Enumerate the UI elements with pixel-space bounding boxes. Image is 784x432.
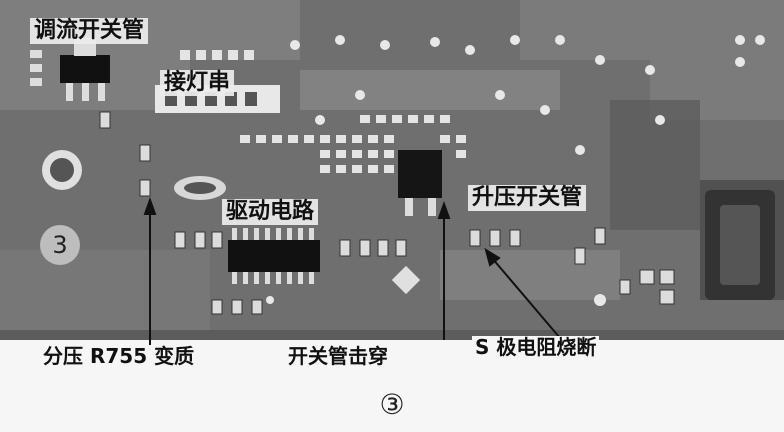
regulator-switch-label: 调流开关管: [30, 18, 149, 44]
boost-switch-label: 升压开关管: [468, 185, 587, 211]
drive-circuit-label: 驱动电路: [222, 199, 319, 225]
divider-resistor-label: 分压 R755 变质: [40, 345, 198, 367]
pcb-board: 3: [0, 0, 784, 340]
s-resistor-label: S 极电阻烧断: [472, 336, 600, 358]
pointer-lines: [143, 197, 561, 345]
figure-number: ③: [379, 388, 405, 421]
lamp-string-label: 接灯串: [160, 70, 235, 96]
svg-text:3: 3: [52, 231, 67, 259]
switch-breakdown-label: 开关管击穿: [285, 345, 391, 367]
